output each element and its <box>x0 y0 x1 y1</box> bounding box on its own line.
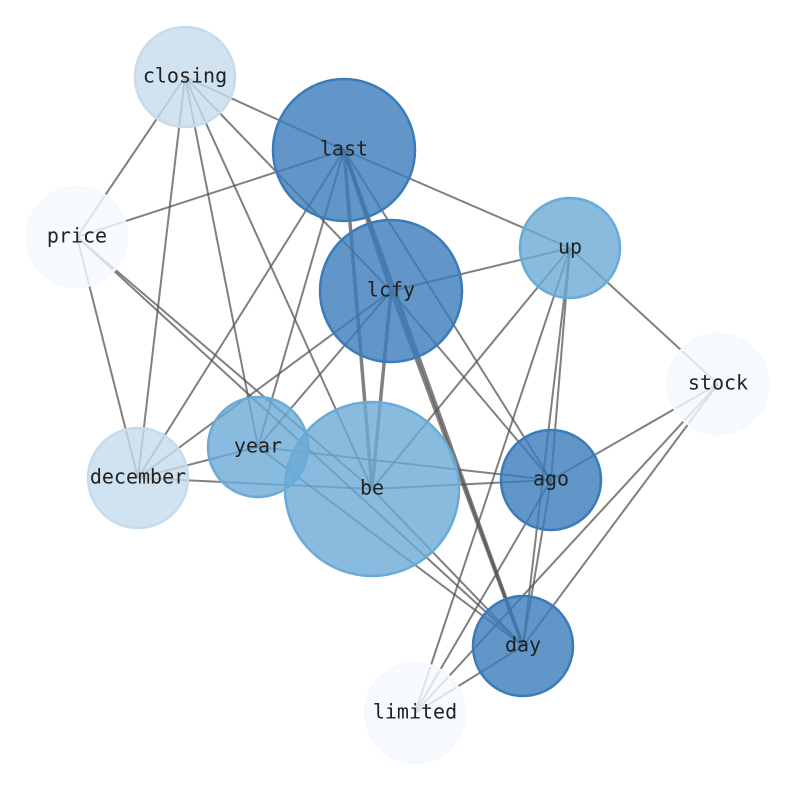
node-circle <box>363 661 467 765</box>
node-circle <box>318 218 464 364</box>
node-label: last <box>320 137 368 161</box>
node-label: closing <box>143 64 227 88</box>
node-label: lcfy <box>367 278 415 302</box>
node-day[interactable]: day <box>471 594 575 698</box>
node-label: be <box>360 476 384 500</box>
node-december[interactable]: december <box>86 426 190 530</box>
node-circle <box>518 196 622 300</box>
node-circle <box>283 400 461 578</box>
node-stock[interactable]: stock <box>666 332 770 436</box>
node-limited[interactable]: limited <box>363 661 467 765</box>
node-label: up <box>558 235 582 259</box>
node-circle <box>471 594 575 698</box>
edge-closing-year <box>184 76 259 448</box>
nodes-layer: closing last price up lcfy stock year december b… <box>25 25 770 765</box>
node-be[interactable]: be <box>283 400 461 578</box>
node-closing[interactable]: closing <box>133 25 237 129</box>
node-ago[interactable]: ago <box>499 428 603 532</box>
edge-closing-december <box>137 76 186 479</box>
node-label: limited <box>373 700 457 724</box>
node-price[interactable]: price <box>25 185 129 289</box>
node-circle <box>271 77 417 223</box>
node-last[interactable]: last <box>271 77 417 223</box>
node-circle <box>666 332 770 436</box>
node-circle <box>25 185 129 289</box>
node-circle <box>499 428 603 532</box>
node-label: december <box>90 465 186 489</box>
node-label: price <box>47 224 107 248</box>
edge-up-limited <box>414 247 571 714</box>
node-circle <box>133 25 237 129</box>
node-circle <box>86 426 190 530</box>
node-label: day <box>505 633 541 657</box>
node-up[interactable]: up <box>518 196 622 300</box>
node-lcfy[interactable]: lcfy <box>318 218 464 364</box>
edge-stock-day <box>522 383 719 647</box>
node-label: year <box>234 434 282 458</box>
node-label: ago <box>533 467 569 491</box>
node-label: stock <box>688 371 748 395</box>
edge-stock-limited <box>414 383 719 714</box>
